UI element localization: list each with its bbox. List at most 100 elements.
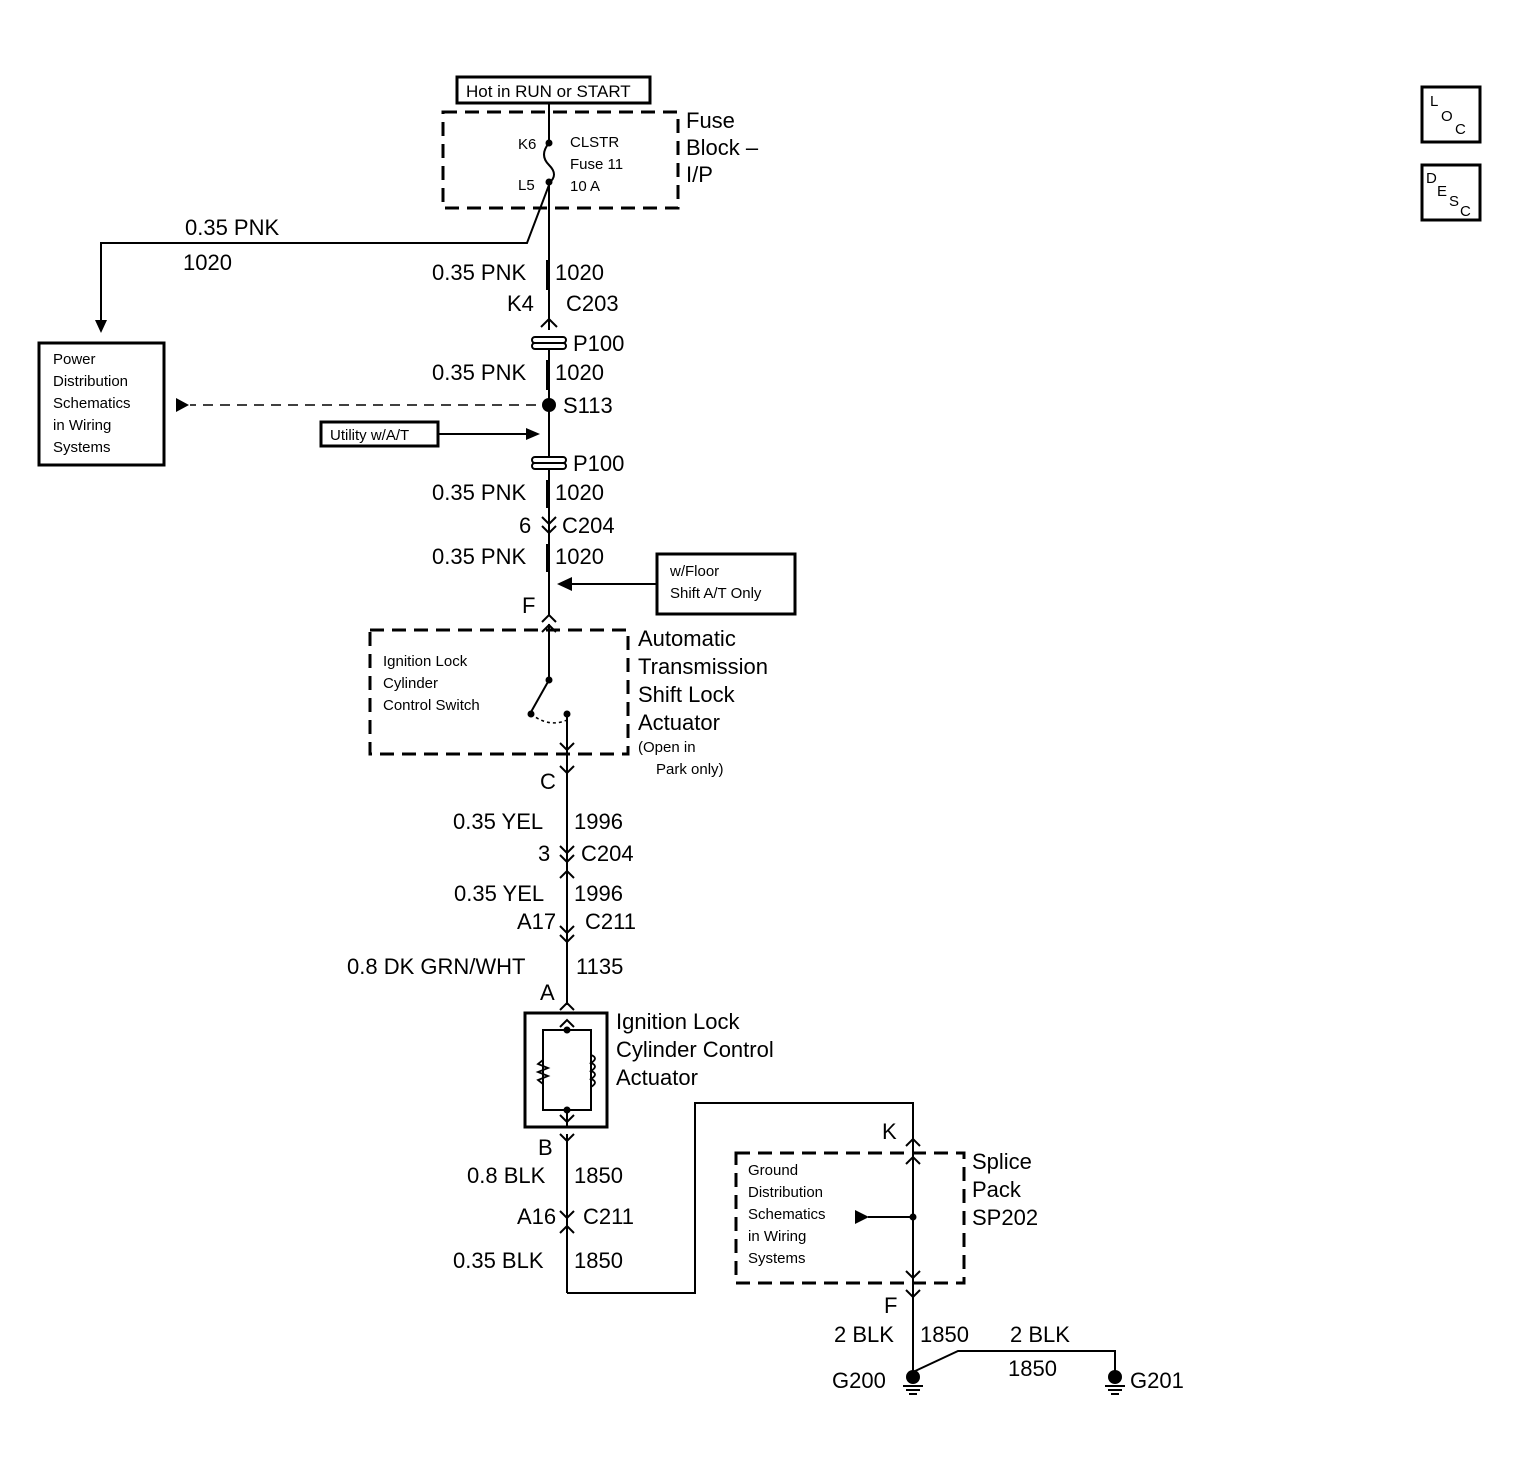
pin-a16: A16 [517,1204,556,1229]
ign-switch-line-2: Cylinder [383,675,438,692]
actuator-title-1: Ignition Lock [616,1009,741,1034]
connector-c204-a-icon [541,516,557,535]
wire-10-circuit: 1850 [920,1322,969,1347]
wire-7-circuit: 1135 [576,954,623,979]
branch-wire-gauge: 0.35 PNK [185,215,279,240]
fuse-number: Fuse 11 [570,156,623,173]
ground-dist-line-1: Ground [748,1162,798,1179]
p100-a-label: P100 [573,331,624,356]
wire-4-circuit: 1020 [555,544,604,569]
svg-text:C: C [1460,203,1471,220]
coil-icon [588,1054,596,1088]
shift-lock-title-3: Shift Lock [638,682,736,707]
wire-10-gauge: 2 BLK [834,1322,894,1347]
ground-dist-line-5: Systems [748,1250,806,1267]
splice-s113-label: S113 [563,393,613,418]
connector-c211-a-icon [559,925,575,944]
power-label: Hot in RUN or START [466,82,631,101]
fuse-block-title-2: Block – [686,135,759,160]
connector-c204-a: C204 [562,513,615,538]
shift-lock-note-1: (Open in [638,739,696,756]
shift-lock-title-1: Automatic [638,626,736,651]
svg-text:D: D [1426,170,1437,187]
p100-b-lower [531,462,567,470]
splice-pack-outline [734,1151,966,1285]
wire-8-gauge: 0.8 BLK [467,1163,546,1188]
pin-f: F [522,593,535,618]
floor-shift-line-1: w/Floor [669,563,719,580]
fuse-pin-top: K6 [518,136,536,153]
connector-c203-icon [540,317,558,328]
pin-b: B [538,1135,553,1160]
desc-icon[interactable]: D E S C [1420,163,1482,222]
wire-2-circuit: 1020 [555,360,604,385]
wire-9-circuit: 1850 [574,1248,623,1273]
fuse-pin-bottom: L5 [518,177,535,194]
shift-lock-note-2: Park only) [656,761,724,778]
connector-c211-b: C211 [583,1204,634,1229]
wire-1-gauge: 0.35 PNK [432,260,526,285]
wire-3-circuit: 1020 [555,480,604,505]
splice-title-3: SP202 [972,1205,1038,1230]
actuator-title-3: Actuator [616,1065,698,1090]
ground-dist-line-2: Distribution [748,1184,823,1201]
pin-a: A [540,980,555,1005]
svg-text:L: L [1430,93,1438,110]
wire-2-gauge: 0.35 PNK [432,360,526,385]
wire-8-circuit: 1850 [574,1163,623,1188]
actuator-title-2: Cylinder Control [616,1037,774,1062]
ign-switch-line-1: Ignition Lock [383,653,468,670]
pin-3: 3 [538,841,550,866]
wire-9-gauge: 0.35 BLK [453,1248,544,1273]
arrow-right-icon [855,1210,869,1224]
connector-c204-b-icon [559,845,575,864]
power-dist-line-5: Systems [53,439,111,456]
wire-5-circuit: 1996 [574,809,623,834]
branch-wire [100,184,550,322]
ground-dist-line-4: in Wiring [748,1228,806,1245]
wire-11-gauge: 2 BLK [1010,1322,1070,1347]
power-distribution-box [37,341,166,467]
power-dist-line-1: Power [53,351,96,368]
pin-c: C [540,769,556,794]
ground-g200-icon [903,1385,923,1395]
arrow-down-icon [95,320,107,333]
svg-text:C: C [1455,121,1466,138]
connector-c211-b-icon [559,1210,575,1220]
ign-switch-line-3: Control Switch [383,697,480,714]
ground-g200-label: G200 [832,1368,886,1393]
svg-text:S: S [1449,193,1459,210]
power-dist-line-4: in Wiring [53,417,111,434]
fuse-block-outline [441,110,680,210]
utility-label: Utility w/A/T [330,427,409,444]
branch-wire-circuit: 1020 [183,250,232,275]
ignition-switch-outline [368,628,630,756]
ground-g201-label: G201 [1130,1368,1184,1393]
fuse-block-title-3: I/P [686,162,713,187]
resistor-icon [535,1059,551,1085]
arrow-right-icon [176,398,189,412]
connector-c203: C203 [566,291,619,316]
arrow-left-icon [557,577,572,591]
floor-shift-line-2: Shift A/T Only [670,585,762,602]
wire-6-circuit: 1996 [574,881,623,906]
wire-11-circuit: 1850 [1008,1356,1057,1381]
svg-text:O: O [1441,108,1453,125]
power-dist-line-3: Schematics [53,395,131,412]
ground-return-wire [567,1102,914,1294]
fuse-rating: 10 A [570,178,600,195]
wire-5-gauge: 0.35 YEL [453,809,543,834]
loc-icon[interactable]: L O C [1420,85,1482,144]
fuse-block-title-1: Fuse [686,108,735,133]
wire-7-gauge: 0.8 DK GRN/WHT [347,954,525,979]
shift-lock-title-4: Actuator [638,710,720,735]
p100-b-label: P100 [573,451,624,476]
ground-dist-line-3: Schematics [748,1206,826,1223]
pin-a17: A17 [517,909,556,934]
ground-link-wire [912,1350,1116,1375]
wire-4-gauge: 0.35 PNK [432,544,526,569]
power-label-box [455,75,652,105]
connector-c204-b: C204 [581,841,634,866]
splice-s113 [542,398,556,412]
